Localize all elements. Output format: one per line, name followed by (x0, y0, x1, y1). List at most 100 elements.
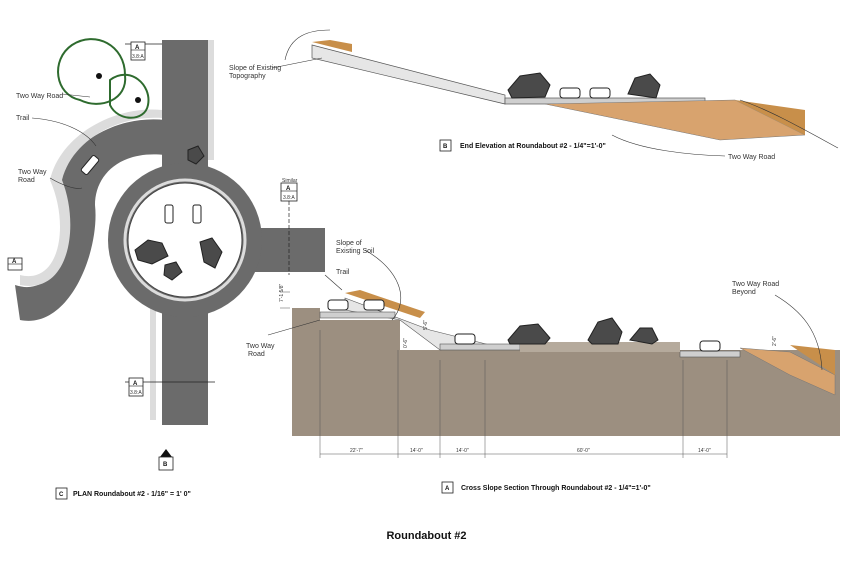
section-rock-2 (587, 317, 623, 345)
plan-leader-road-left (49, 177, 83, 189)
plan-tree-trunk-2 (135, 97, 141, 103)
section-label-soil-2: Existing Soil (336, 248, 375, 255)
plan-tree-1 (57, 38, 127, 105)
section-label-road-left-1: Two Way (246, 343, 275, 350)
section-dim-1: 22'-7" (350, 448, 363, 454)
section-leader-trail (324, 274, 343, 291)
section-leader-road-left (267, 319, 321, 336)
plan-rock-3 (163, 261, 183, 281)
section-road-left (319, 311, 396, 319)
svg-text:A: A (12, 259, 17, 265)
section-rock-1 (507, 323, 551, 345)
plan-trail-south (150, 300, 156, 420)
plan-road-west-curve (15, 119, 165, 321)
section-label-road-beyond-2: Beyond (732, 289, 756, 296)
plan-view-marker-b: B (158, 449, 174, 471)
plan-leader-trail (31, 117, 97, 147)
section-car-1 (327, 299, 349, 311)
cross-section: 22'-7" 14'-0" 14'-0" 60'-0" 14'-0" 7'-1 … (246, 240, 840, 494)
svg-text:A: A (445, 486, 450, 492)
section-mound (520, 342, 680, 352)
section-road-right (679, 350, 741, 358)
elev-car-1 (559, 87, 581, 99)
elev-car-2 (589, 87, 611, 99)
section-label-trail: Trail (336, 269, 350, 276)
section-car-3 (454, 333, 476, 345)
elev-label-slope-2: Topography (229, 73, 266, 80)
section-rock-3 (629, 327, 659, 345)
svg-text:End Elevation at Roundabout #2: End Elevation at Roundabout #2 - 1/4"=1'… (460, 143, 606, 150)
section-height-curb: 0'-6" (403, 338, 409, 348)
plan-label-two-way-2: Road (18, 177, 35, 184)
section-height-left: 7'-1 5/8" (279, 283, 285, 302)
elev-label-slope-1: Slope of Existing (229, 65, 281, 72)
section-dim-5: 14'-0" (698, 448, 711, 454)
elev-leader-slope (271, 57, 323, 69)
elev-label-two-way-road: Two Way Road (728, 154, 775, 161)
section-label-road-left-2: Road (248, 351, 265, 358)
elev-leader-road (611, 134, 726, 157)
section-car-2 (363, 299, 385, 311)
section-soil-right (739, 347, 836, 396)
section-caption: A Cross Slope Section Through Roundabout… (441, 481, 651, 494)
elev-curve-right (739, 99, 839, 149)
section-dim-4: 60'-0" (577, 448, 590, 454)
plan-trail-north (208, 40, 214, 160)
plan-leader-road (61, 93, 91, 98)
plan-car-2 (192, 204, 202, 224)
section-leader-road-beyond (774, 294, 823, 371)
plan-central-island (127, 182, 243, 298)
plan-view: Two Way Road Trail Two Way Road A 3.8:A … (7, 38, 325, 500)
section-leader-soil (364, 249, 402, 321)
elev-grass-right (735, 100, 805, 135)
section-soil-band (440, 350, 840, 360)
section-soil-body (292, 308, 840, 436)
section-gridlines (280, 291, 728, 458)
plan-label-two-way-1: Two Way (18, 169, 47, 176)
svg-text:A: A (286, 186, 291, 192)
plan-rock-4 (187, 145, 205, 165)
elev-rock-1 (507, 72, 551, 99)
plan-caption: C PLAN Roundabout #2 - 1/16" = 1' 0" (55, 487, 191, 500)
svg-text:C: C (59, 492, 64, 498)
svg-text:PLAN Roundabout #2 - 1/16" = 1: PLAN Roundabout #2 - 1/16" = 1' 0" (73, 491, 191, 498)
section-height-mid: 5'-6" (423, 320, 429, 330)
plan-roundabout-trail-ring (123, 178, 247, 302)
end-elevation: Slope of Existing Topography Two Way Roa… (229, 29, 839, 161)
elev-caption: B End Elevation at Roundabout #2 - 1/4"=… (439, 139, 606, 152)
plan-tree-2 (109, 73, 150, 119)
section-grass-right (790, 345, 835, 375)
svg-text:Similar: Similar (282, 178, 298, 184)
section-dim-3: 14'-0" (456, 448, 469, 454)
section-label-road-beyond-1: Two Way Road (732, 281, 779, 288)
elev-topo-curve (284, 29, 331, 61)
plan-rock-1 (134, 239, 169, 265)
section-label-soil-1: Slope of (336, 240, 362, 247)
elev-slope (311, 44, 506, 105)
svg-text:3.8:A: 3.8:A (132, 54, 144, 60)
section-grass-left (345, 290, 425, 318)
svg-text:3.8:A: 3.8:A (283, 195, 295, 201)
plan-road-east (250, 228, 325, 272)
svg-text:3.8:A: 3.8:A (130, 390, 142, 396)
section-road-mid (439, 343, 521, 351)
plan-rock-2 (199, 237, 223, 269)
plan-car-road (80, 155, 100, 175)
svg-text:Cross Slope Section Through Ro: Cross Slope Section Through Roundabout #… (461, 485, 651, 492)
plan-section-marker-right: Similar A 3.8:A (280, 178, 298, 275)
plan-car-1 (164, 204, 174, 224)
plan-section-marker-top: A 3.8:A (125, 41, 162, 61)
section-dim-2: 14'-0" (410, 448, 423, 454)
plan-section-marker-bottom: A 3.8:A (125, 377, 215, 397)
elev-rock-2 (627, 73, 661, 99)
sheet-title: Roundabout #2 (386, 530, 467, 542)
plan-section-marker-left: A (7, 257, 23, 271)
plan-label-two-way-road-top: Two Way Road (16, 93, 63, 100)
plan-road-south (162, 300, 208, 425)
plan-tree-trunk-1 (96, 73, 102, 79)
plan-label-trail: Trail (16, 115, 30, 122)
svg-text:A: A (135, 45, 140, 51)
elev-grass-left (312, 40, 352, 52)
section-height-right: 2'-6" (772, 336, 778, 346)
